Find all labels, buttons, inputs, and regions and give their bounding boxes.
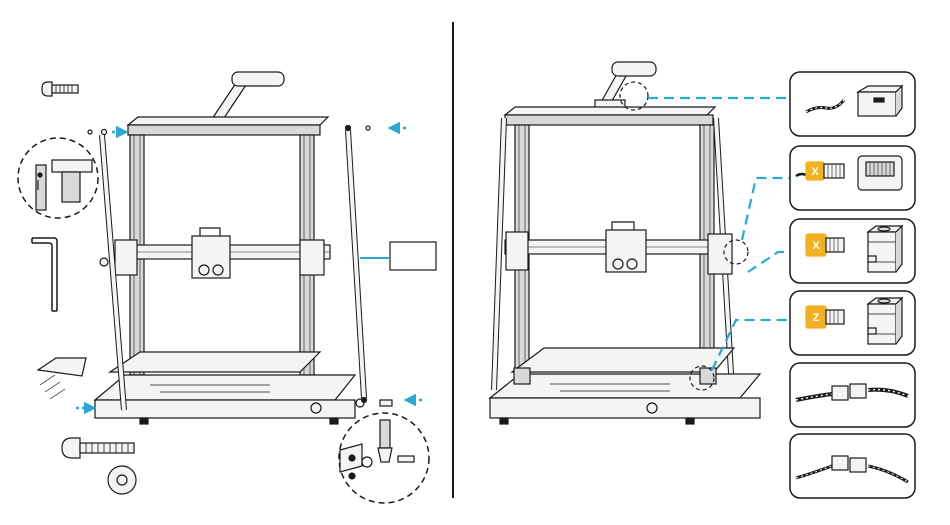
- right-panel-wiring: X X: [490, 62, 915, 498]
- leader-to-box-2: [742, 178, 790, 240]
- x-limit-label: X: [811, 166, 819, 178]
- left-panel-support-rod-install: [18, 72, 436, 503]
- component-box-2-x-limit-switch: X: [790, 146, 915, 210]
- stepper-motor-icon: [868, 226, 902, 272]
- component-box-6-cable: [790, 434, 915, 498]
- printer-frame-right: [490, 62, 760, 424]
- x-motor-label: X: [812, 240, 820, 252]
- leader-to-box-3: [748, 252, 790, 272]
- component-box-1-extruder-board: [790, 72, 915, 136]
- leader-to-box-4: [712, 320, 790, 370]
- z-motor-label: Z: [813, 312, 820, 324]
- bolt-washer-icon: [62, 438, 136, 494]
- limit-switch-icon: [858, 156, 902, 190]
- component-box-5-cable: [790, 363, 915, 427]
- hex-key-icon: [32, 238, 57, 311]
- callout-box: [390, 242, 436, 270]
- printer-frame-left: [38, 72, 392, 424]
- stepper-motor-icon: [868, 298, 902, 344]
- component-box-3-x-motor: X: [790, 219, 915, 283]
- component-box-4-z-motor: Z: [790, 291, 915, 355]
- screw-icon: [42, 82, 78, 96]
- bottom-foot-detail-circle: [339, 413, 429, 503]
- top-corner-detail-circle: [18, 138, 98, 218]
- connector-board-icon: [858, 86, 902, 116]
